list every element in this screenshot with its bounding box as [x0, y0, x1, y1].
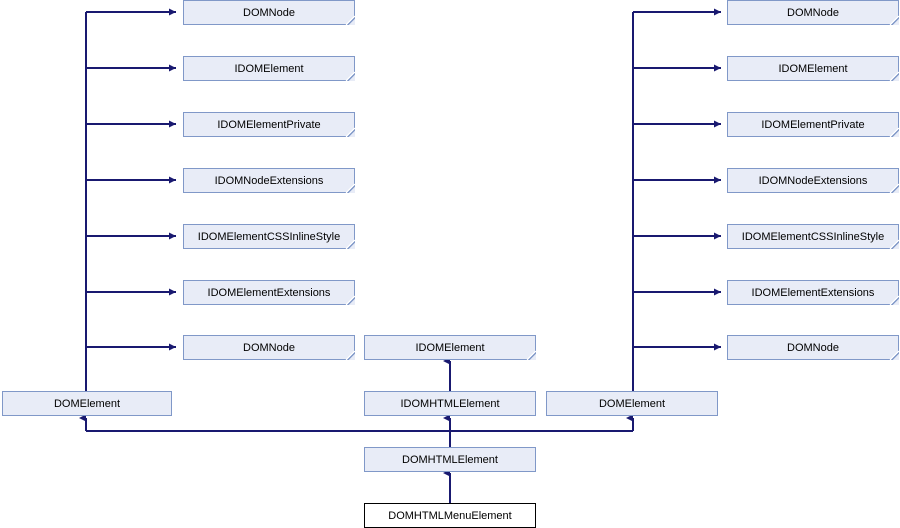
interface-fold-icon: [889, 239, 899, 249]
node-box[interactable]: IDOMElement: [183, 56, 355, 81]
node-box-current[interactable]: DOMHTMLMenuElement: [364, 503, 536, 528]
node-box[interactable]: DOMElement: [546, 391, 718, 416]
interface-fold-icon: [889, 295, 899, 305]
node-label: IDOMNodeExtensions: [758, 174, 868, 187]
node-label: IDOMElementExtensions: [751, 286, 875, 299]
node-label: DOMNode: [787, 341, 839, 354]
node-box[interactable]: IDOMElement: [364, 335, 536, 360]
node-box[interactable]: IDOMNodeExtensions: [727, 168, 899, 193]
node-label: DOMNode: [787, 6, 839, 19]
node-label: IDOMElementCSSInlineStyle: [741, 230, 885, 243]
node-box[interactable]: IDOMElementExtensions: [727, 280, 899, 305]
node-box[interactable]: IDOMHTMLElement: [364, 391, 536, 416]
node-box[interactable]: DOMNode: [183, 335, 355, 360]
node-box[interactable]: DOMHTMLElement: [364, 447, 536, 472]
node-label: DOMElement: [598, 397, 666, 410]
interface-fold-icon: [345, 127, 355, 137]
node-box[interactable]: IDOMElement: [727, 56, 899, 81]
interface-fold-icon: [889, 350, 899, 360]
node-label: IDOMElement: [778, 62, 848, 75]
node-box[interactable]: IDOMElementCSSInlineStyle: [183, 224, 355, 249]
node-box[interactable]: DOMNode: [727, 335, 899, 360]
node-box[interactable]: DOMNode: [183, 0, 355, 25]
interface-fold-icon: [345, 239, 355, 249]
interface-fold-icon: [345, 350, 355, 360]
node-label: DOMHTMLElement: [402, 453, 498, 466]
node-label: DOMElement: [53, 397, 121, 410]
node-box[interactable]: IDOMElementPrivate: [727, 112, 899, 137]
interface-fold-icon: [889, 183, 899, 193]
node-box[interactable]: IDOMElementPrivate: [183, 112, 355, 137]
node-label: IDOMElement: [234, 62, 304, 75]
interface-fold-icon: [526, 350, 536, 360]
interface-fold-icon: [345, 15, 355, 25]
interface-fold-icon: [345, 71, 355, 81]
node-label: IDOMElement: [415, 341, 485, 354]
interface-fold-icon: [889, 15, 899, 25]
node-label: IDOMNodeExtensions: [214, 174, 324, 187]
interface-fold-icon: [345, 183, 355, 193]
interface-fold-icon: [345, 295, 355, 305]
interface-fold-icon: [889, 127, 899, 137]
node-label: IDOMElementPrivate: [217, 118, 321, 131]
node-label: DOMNode: [243, 341, 295, 354]
interface-fold-icon: [889, 71, 899, 81]
node-box[interactable]: DOMElement: [2, 391, 172, 416]
node-box[interactable]: IDOMElementExtensions: [183, 280, 355, 305]
node-box[interactable]: DOMNode: [727, 0, 899, 25]
node-label: IDOMElementExtensions: [207, 286, 331, 299]
node-label: IDOMElementCSSInlineStyle: [197, 230, 341, 243]
node-label: DOMHTMLMenuElement: [388, 509, 512, 522]
node-box[interactable]: IDOMElementCSSInlineStyle: [727, 224, 899, 249]
node-label: IDOMElementPrivate: [761, 118, 865, 131]
node-label: IDOMHTMLElement: [400, 397, 500, 410]
node-label: DOMNode: [243, 6, 295, 19]
node-box[interactable]: IDOMNodeExtensions: [183, 168, 355, 193]
